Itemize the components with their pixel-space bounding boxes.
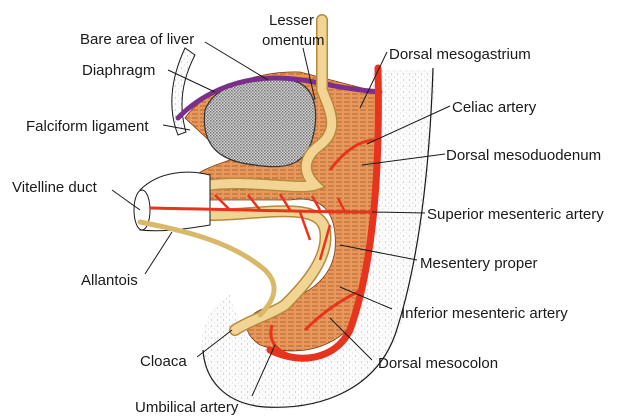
leader-allantois bbox=[144, 231, 173, 275]
leader-lesser-omentum bbox=[302, 47, 316, 101]
leader-dorsal-mesocolon bbox=[329, 317, 373, 361]
liver bbox=[203, 78, 317, 168]
label-mesentery-proper: Mesentery proper bbox=[420, 255, 538, 272]
inferior-mesenteric-artery bbox=[303, 288, 363, 332]
label-umbilical-artery: Umbilical artery bbox=[135, 399, 239, 416]
label-falciform-ligament: Falciform ligament bbox=[26, 118, 149, 135]
label-diaphragm: Diaphragm bbox=[82, 62, 155, 79]
leader-umbilical-artery bbox=[251, 344, 276, 397]
label-celiac-artery: Celiac artery bbox=[452, 99, 537, 116]
leader-sma bbox=[371, 211, 426, 214]
umbilical-stump bbox=[139, 171, 211, 232]
label-bare-area-of-liver: Bare area of liver bbox=[80, 31, 194, 48]
label-dorsal-mesocolon: Dorsal mesocolon bbox=[378, 355, 498, 372]
superior-mesenteric-artery bbox=[149, 206, 375, 214]
label-inferior-mesenteric-artery: Inferior mesenteric artery bbox=[401, 305, 568, 322]
label-superior-mesenteric-artery: Superior mesenteric artery bbox=[427, 206, 604, 223]
sma-branch bbox=[214, 193, 347, 261]
leader-ima bbox=[339, 286, 393, 310]
leader-mesentery-proper bbox=[339, 244, 418, 261]
label-allantois: Allantois bbox=[81, 272, 138, 289]
diaphragm bbox=[175, 75, 383, 121]
body-wall-outline bbox=[202, 67, 434, 408]
umbilical-artery bbox=[269, 324, 291, 357]
label-lesser-omentum-line1: Lesser bbox=[269, 12, 314, 29]
ventral-body-wall bbox=[171, 47, 196, 136]
leader-cloaca bbox=[196, 329, 233, 358]
label-cloaca: Cloaca bbox=[140, 353, 187, 370]
celiac-artery bbox=[328, 138, 377, 171]
leader-dorsal-mesoduodenum bbox=[361, 153, 446, 166]
leader-celiac bbox=[366, 105, 451, 145]
umbilical-opening bbox=[133, 189, 151, 231]
allantois bbox=[137, 219, 277, 318]
leader-dorsal-mesogastrium bbox=[359, 51, 388, 109]
label-dorsal-mesogastrium: Dorsal mesogastrium bbox=[389, 46, 531, 63]
label-vitelline-duct: Vitelline duct bbox=[12, 179, 98, 196]
label-lesser-omentum-line2: omentum bbox=[262, 32, 325, 49]
label-dorsal-mesoduodenum: Dorsal mesoduodenum bbox=[446, 147, 601, 164]
leader-bare-area bbox=[204, 41, 269, 81]
leader-diaphragm bbox=[167, 69, 216, 93]
leader-vitelline bbox=[111, 189, 141, 211]
leader-falciform bbox=[162, 124, 191, 131]
